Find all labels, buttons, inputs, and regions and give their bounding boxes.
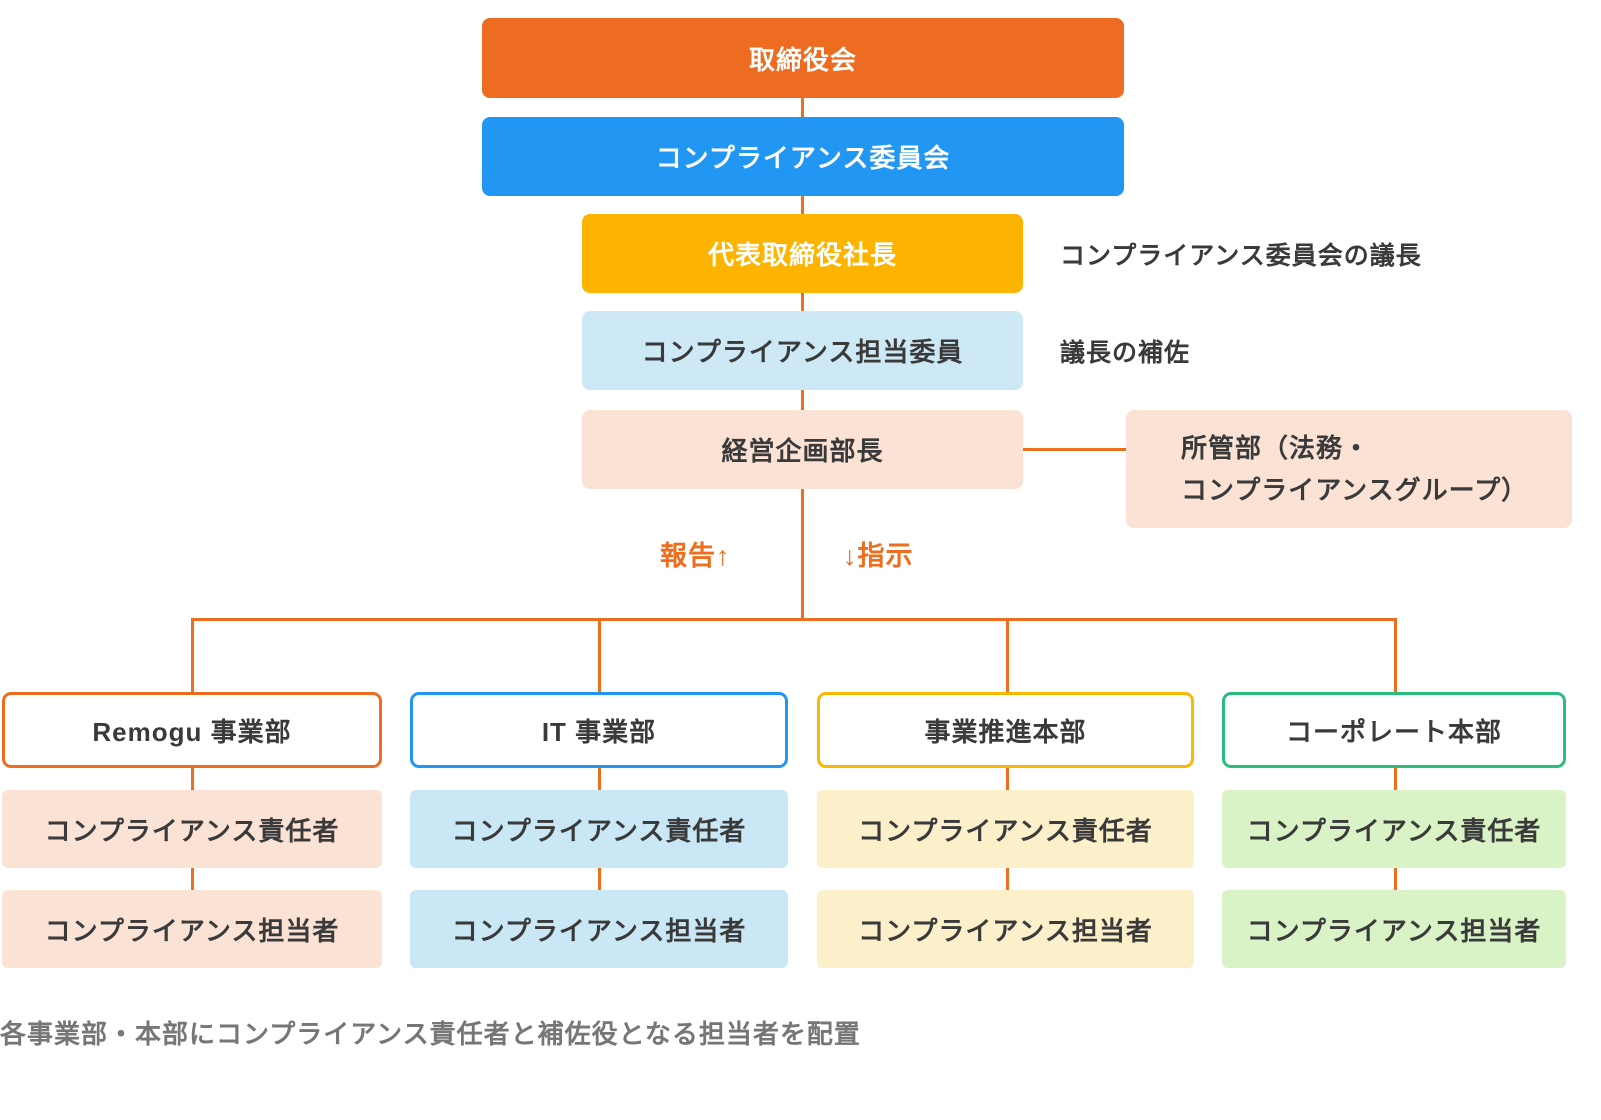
box-planning-director: 経営企画部長 <box>582 410 1023 489</box>
division-header-business-promotion: 事業推進本部 <box>817 692 1194 768</box>
box-supervising-department-line1: 所管部（法務・ <box>1181 433 1371 463</box>
division-it-staff: コンプライアンス担当者 <box>410 890 788 968</box>
box-compliance-committee-label: コンプライアンス委員会 <box>655 143 951 173</box>
connector-officer-planning <box>801 390 804 410</box>
division-corporate-staff: コンプライアンス担当者 <box>1222 890 1566 968</box>
division-remogu-manager: コンプライアンス責任者 <box>2 790 382 868</box>
label-report-up: 報告↑ <box>660 541 731 571</box>
division-it-manager: コンプライアンス責任者 <box>410 790 788 868</box>
box-compliance-committee: コンプライアンス委員会 <box>482 117 1124 196</box>
connector-president-officer <box>801 293 804 311</box>
connector-drop-division-1 <box>191 618 194 692</box>
connector-bus <box>191 618 1397 621</box>
division-corporate-staff-label: コンプライアンス担当者 <box>1246 915 1542 946</box>
note-officer: 議長の補佐 <box>1060 338 1191 367</box>
label-instruction-down: ↓指示 <box>843 541 914 571</box>
division-header-remogu: Remogu 事業部 <box>2 692 382 768</box>
division-header-it: IT 事業部 <box>410 692 788 768</box>
division-remogu-staff: コンプライアンス担当者 <box>2 890 382 968</box>
division-business-promotion-staff-label: コンプライアンス担当者 <box>858 915 1153 946</box>
connector-business-promotion-manager <box>1006 768 1009 790</box>
division-business-promotion-manager-label: コンプライアンス責任者 <box>858 815 1153 846</box>
connector-corporate-manager <box>1394 768 1397 790</box>
division-business-promotion-staff: コンプライアンス担当者 <box>817 890 1194 968</box>
connector-board-committee <box>801 98 804 117</box>
division-header-remogu-label: Remogu 事業部 <box>92 716 292 747</box>
connector-remogu-manager <box>191 768 194 790</box>
caption-note: 各事業部・本部にコンプライアンス責任者と補佐役となる担当者を配置 <box>0 1019 861 1049</box>
connector-it-manager <box>598 768 601 790</box>
division-header-corporate: コーポレート本部 <box>1222 692 1566 768</box>
division-header-corporate-label: コーポレート本部 <box>1285 716 1502 747</box>
division-header-it-label: IT 事業部 <box>541 716 657 747</box>
connector-committee-president <box>801 196 804 214</box>
box-compliance-officer-label: コンプライアンス担当委員 <box>641 337 964 367</box>
box-compliance-officer: コンプライアンス担当委員 <box>582 311 1023 390</box>
box-board-of-directors-label: 取締役会 <box>748 44 857 75</box>
connector-it-staff <box>598 868 601 890</box>
connector-planning-bus <box>801 489 804 620</box>
connector-remogu-staff <box>191 868 194 890</box>
division-remogu-staff-label: コンプライアンス担当者 <box>44 915 340 946</box>
division-header-business-promotion-label: 事業推進本部 <box>924 716 1087 747</box>
division-business-promotion-manager: コンプライアンス責任者 <box>817 790 1194 868</box>
division-it-staff-label: コンプライアンス担当者 <box>451 915 747 946</box>
division-it-manager-label: コンプライアンス責任者 <box>451 815 747 846</box>
box-president: 代表取締役社長 <box>582 214 1023 293</box>
box-supervising-department-line2: コンプライアンスグループ） <box>1181 475 1529 505</box>
connector-planning-department <box>1023 448 1126 451</box>
connector-drop-division-3 <box>1006 618 1009 692</box>
box-president-label: 代表取締役社長 <box>707 240 897 270</box>
connector-business-promotion-staff <box>1006 868 1009 890</box>
box-planning-director-label: 経営企画部長 <box>721 436 884 466</box>
box-board-of-directors: 取締役会 <box>482 18 1124 98</box>
connector-drop-division-2 <box>598 618 601 692</box>
connector-corporate-staff <box>1394 868 1397 890</box>
division-remogu-manager-label: コンプライアンス責任者 <box>44 815 340 846</box>
division-corporate-manager: コンプライアンス責任者 <box>1222 790 1566 868</box>
box-supervising-department: 所管部（法務・ コンプライアンスグループ） <box>1126 410 1572 528</box>
connector-drop-division-4 <box>1394 618 1397 692</box>
note-president: コンプライアンス委員会の議長 <box>1060 241 1422 270</box>
division-corporate-manager-label: コンプライアンス責任者 <box>1246 815 1542 846</box>
